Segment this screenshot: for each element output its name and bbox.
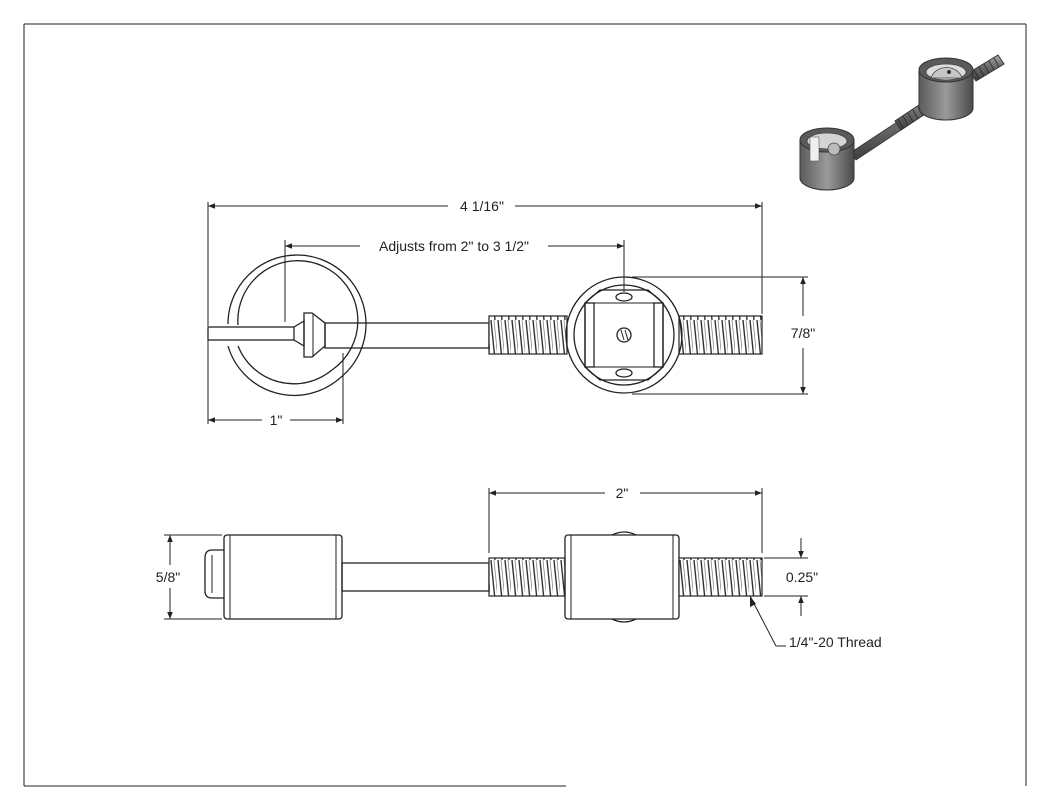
right-clamp-ring xyxy=(565,276,683,394)
dim-side-height: 5/8" xyxy=(156,569,180,585)
isometric-3d-view xyxy=(799,54,1005,191)
thread-callout: 1/4"-20 Thread xyxy=(789,634,882,650)
top-view: 4 1/16" Adjusts from 2" to 3 1/2" 7/8" 1… xyxy=(207,198,815,428)
dim-height-top: 7/8" xyxy=(791,325,815,341)
dim-adjust-range: Adjusts from 2" to 3 1/2" xyxy=(379,238,529,254)
side-view: 2" 5/8" 0.25" 1/4"-20 Thread xyxy=(156,485,882,650)
left-clamp-ring xyxy=(227,254,367,397)
dim-thread-span: 2" xyxy=(616,485,629,501)
drawing-border xyxy=(23,23,1027,787)
dim-rod-diameter: 0.25" xyxy=(786,569,818,585)
dim-overall-length: 4 1/16" xyxy=(460,198,504,214)
dim-clamp-width: 1" xyxy=(270,412,283,428)
